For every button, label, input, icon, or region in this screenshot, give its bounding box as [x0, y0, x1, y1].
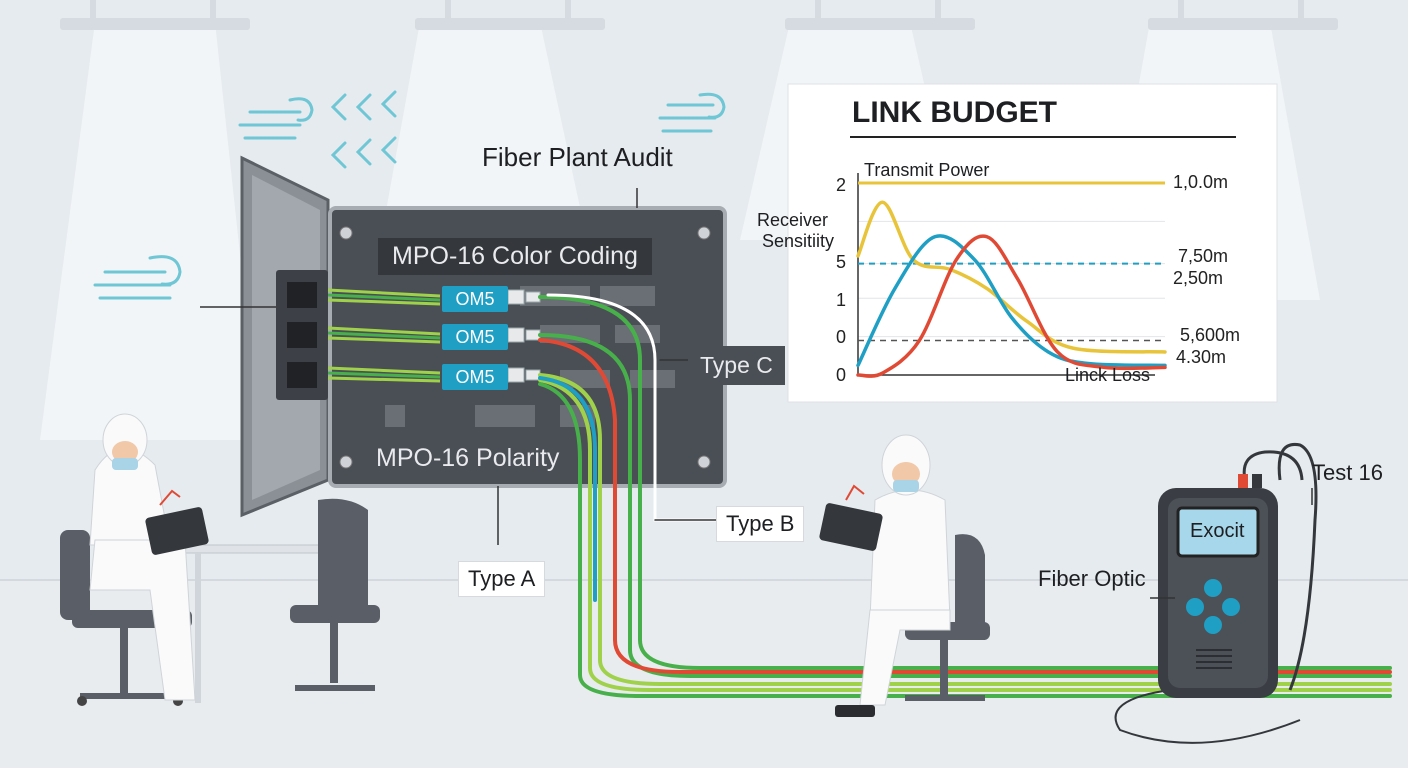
y-tick-label: 2 [836, 175, 847, 195]
right-label: 1,0.0m [1173, 172, 1229, 192]
y-tick-label: 5 [836, 252, 847, 272]
label-fiber-optic: Fiber Optic [1038, 566, 1146, 591]
label-color-coding: MPO-16 Color Coding [378, 238, 652, 275]
connector-om5-3: OM5 [442, 364, 508, 390]
annotation-receiver-line2: Sensitiity [762, 231, 835, 251]
annotation-link-loss: Linck Loss [1065, 365, 1151, 385]
right-label: 2,50m [1173, 268, 1224, 288]
chart-series-line [856, 234, 1167, 368]
fiber-tester [1114, 442, 1318, 744]
label-test-16: Test 16 [1312, 460, 1383, 485]
connector-om5-1: OM5 [442, 286, 508, 312]
right-label: 7,50m [1178, 246, 1229, 266]
y-tick-label: 1 [836, 290, 847, 310]
airflow-icon [93, 90, 726, 300]
label-polarity: MPO-16 Polarity [376, 444, 560, 472]
technician-left [60, 413, 380, 706]
label-type-b: Type B [716, 506, 805, 542]
annotation-transmit-power: Transmit Power [864, 160, 990, 180]
y-tick-label: 0 [836, 327, 847, 347]
y-tick-label: 0 [836, 365, 847, 385]
label-type-c: Type C [688, 346, 785, 385]
chart-title: LINK BUDGET [852, 96, 1057, 129]
chart-series-line [856, 234, 1167, 378]
fiber-run [538, 293, 1392, 698]
ceiling-lamp-bars [60, 0, 1338, 30]
right-label: 5,600m [1180, 325, 1241, 345]
diagram-title: Fiber Plant Audit [482, 142, 673, 172]
label-type-a: Type A [458, 561, 546, 597]
right-label: 4.30m [1176, 347, 1227, 367]
chart-series-line [856, 200, 1167, 354]
fiber-bundle [327, 288, 441, 383]
tester-screen-text: Exocit [1190, 520, 1245, 542]
connector-om5-2: OM5 [442, 324, 508, 350]
annotation-receiver-line1: Receiver [757, 210, 829, 230]
technician-right [819, 434, 990, 717]
link-budget-plot [856, 173, 1167, 378]
